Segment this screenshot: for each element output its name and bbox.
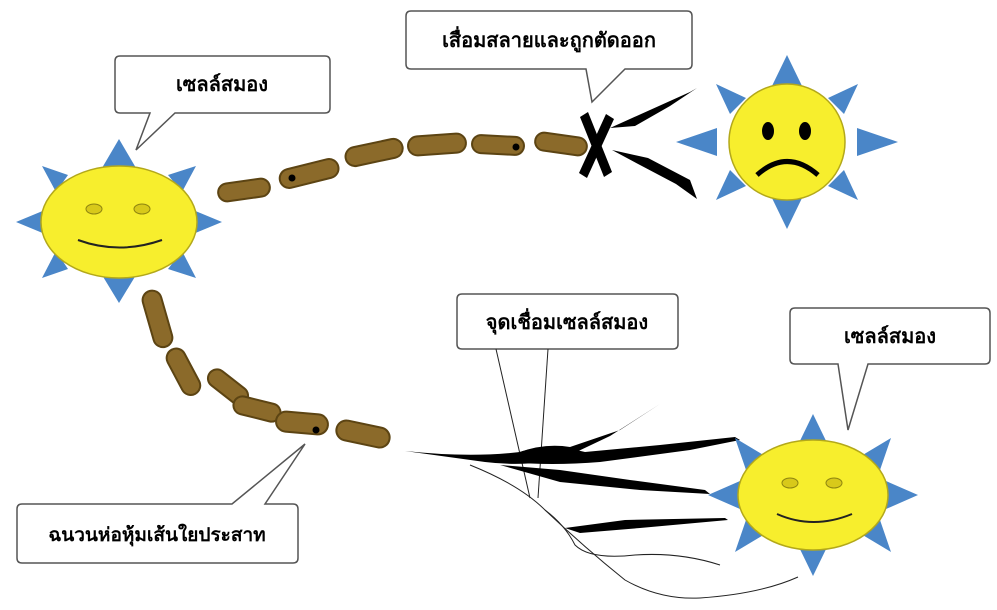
myelin-segment <box>163 345 203 398</box>
callout-neuron-bottom-right-text: เซลล์สมอง <box>844 324 936 348</box>
myelin-segment <box>534 131 588 156</box>
myelin-segment <box>335 419 392 450</box>
callout-myelin-text: ฉนวนห่อหุ้มเส้นใยประสาท <box>48 523 265 547</box>
callout-synapse-text: จุดเชื่อมเซลล์สมอง <box>486 307 648 335</box>
callout-myelin: ฉนวนห่อหุ้มเส้นใยประสาท <box>17 444 305 563</box>
axon-bottom <box>140 288 391 449</box>
callout-neuron-top-left: เซลล์สมอง <box>115 56 330 150</box>
synapse-fibers <box>405 404 740 533</box>
myelin-segment <box>275 411 329 435</box>
callout-neuron-bottom-right: เซลล์สมอง <box>790 308 990 430</box>
myelin-segment <box>278 157 341 190</box>
happy-sun-icon <box>708 414 918 576</box>
myelin-segment <box>217 177 271 202</box>
happy-sun-icon <box>16 139 222 303</box>
callout-degenerated: เสื่อมสลายและถูกตัดออก <box>406 11 692 102</box>
node-of-ranvier-bottom <box>313 427 320 434</box>
callout-synapse: จุดเชื่อมเซลล์สมอง <box>457 294 678 349</box>
axon-top <box>217 131 588 202</box>
myelin-segment <box>344 137 405 168</box>
callout-degenerated-text: เสื่อมสลายและถูกตัดออก <box>442 25 656 54</box>
myelin-segment <box>407 133 466 156</box>
myelin-segment <box>232 394 283 423</box>
myelin-segment <box>140 288 174 349</box>
callout-neuron-top-left-text: เซลล์สมอง <box>176 72 268 96</box>
sad-sun-icon <box>676 55 898 229</box>
